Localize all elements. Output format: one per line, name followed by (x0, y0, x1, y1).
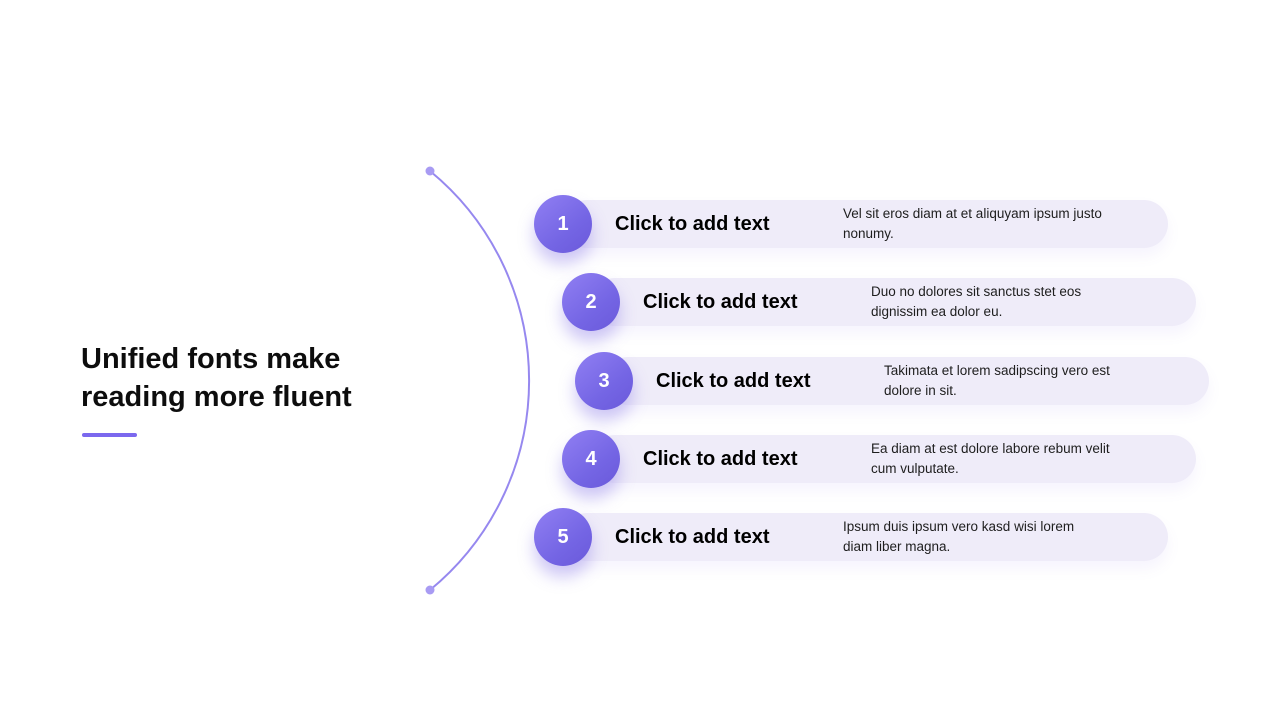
item-description-line2: diam liber magna. (843, 539, 951, 554)
item-description[interactable]: Ipsum duis ipsum vero kasd wisi lorem di… (843, 517, 1074, 557)
item-pill (591, 278, 1196, 326)
item-description-line1: Vel sit eros diam at et aliquyam ipsum j… (843, 206, 1102, 221)
list-item: 2 Click to add text Duo no dolores sit s… (562, 273, 1196, 331)
item-text-placeholder[interactable]: Click to add text (643, 290, 798, 313)
item-text-placeholder[interactable]: Click to add text (615, 525, 770, 548)
item-number-badge: 1 (534, 195, 592, 253)
title-accent-line (82, 433, 137, 437)
item-pill (591, 435, 1196, 483)
item-pill (563, 513, 1168, 561)
item-description-line1: Ea diam at est dolore labore rebum velit (871, 441, 1110, 456)
slide-title: Unified fonts make reading more fluent (81, 343, 352, 413)
item-number-badge: 5 (534, 508, 592, 566)
item-text-placeholder[interactable]: Click to add text (643, 447, 798, 470)
item-text-placeholder[interactable]: Click to add text (615, 212, 770, 235)
item-description-line1: Takimata et lorem sadipscing vero est (884, 363, 1110, 378)
list-item: 3 Click to add text Takimata et lorem sa… (575, 352, 1209, 410)
item-description[interactable]: Duo no dolores sit sanctus stet eos dign… (871, 282, 1081, 322)
item-description[interactable]: Ea diam at est dolore labore rebum velit… (871, 439, 1110, 479)
item-description-line2: dignissim ea dolor eu. (871, 304, 1003, 319)
item-number-badge: 3 (575, 352, 633, 410)
item-number-badge: 2 (562, 273, 620, 331)
item-description-line2: nonumy. (843, 226, 894, 241)
item-description[interactable]: Takimata et lorem sadipscing vero est do… (884, 361, 1110, 401)
arc-end-dot-bottom (425, 585, 435, 595)
list-item: 5 Click to add text Ipsum duis ipsum ver… (534, 508, 1168, 566)
item-pill (563, 200, 1168, 248)
item-pill (604, 357, 1209, 405)
item-number-badge: 4 (562, 430, 620, 488)
item-description-line2: cum vulputate. (871, 461, 959, 476)
item-description-line1: Duo no dolores sit sanctus stet eos (871, 284, 1082, 299)
item-description[interactable]: Vel sit eros diam at et aliquyam ipsum j… (843, 204, 1102, 244)
arc-end-dot-top (425, 166, 435, 176)
list-item: 4 Click to add text Ea diam at est dolor… (562, 430, 1196, 488)
curve-arc (425, 166, 531, 595)
item-description-line1: Ipsum duis ipsum vero kasd wisi lorem (843, 519, 1075, 534)
item-text-placeholder[interactable]: Click to add text (656, 369, 811, 392)
item-description-line2: dolore in sit. (884, 383, 957, 398)
list-item: 1 Click to add text Vel sit eros diam at… (534, 195, 1168, 253)
